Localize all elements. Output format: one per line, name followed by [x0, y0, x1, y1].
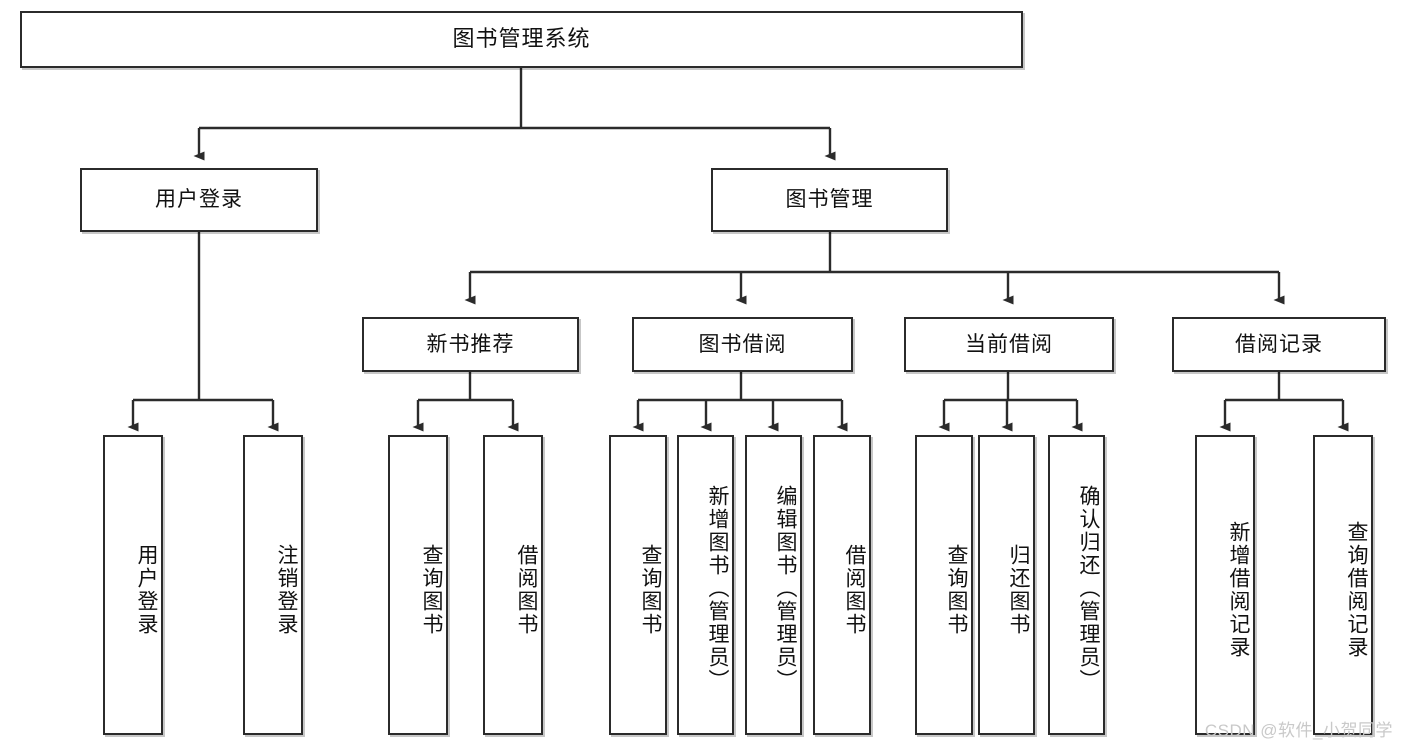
node-root-book-management-system[interactable]: 图书管理系统 [20, 11, 1023, 68]
leaf-book-borrow-add-book-admin[interactable]: 新增图书（管理员） [677, 435, 734, 735]
leaf-user-login-login[interactable]: 用户登录 [103, 435, 163, 735]
node-book-management[interactable]: 图书管理 [711, 168, 948, 232]
leaf-current-borrow-return-books[interactable]: 归还图书 [978, 435, 1035, 735]
node-current-borrowing[interactable]: 当前借阅 [904, 317, 1114, 372]
leaf-new-book-borrow-books[interactable]: 借阅图书 [483, 435, 543, 735]
leaf-book-borrow-query-books[interactable]: 查询图书 [609, 435, 667, 735]
leaf-current-borrow-query-books[interactable]: 查询图书 [915, 435, 973, 735]
leaf-new-book-query-books[interactable]: 查询图书 [388, 435, 448, 735]
node-new-book-recommendation[interactable]: 新书推荐 [362, 317, 579, 372]
leaf-book-borrow-borrow-books[interactable]: 借阅图书 [813, 435, 871, 735]
leaf-user-login-logout[interactable]: 注销登录 [243, 435, 303, 735]
node-user-login[interactable]: 用户登录 [80, 168, 318, 232]
leaf-borrow-record-add-record[interactable]: 新增借阅记录 [1195, 435, 1255, 735]
leaf-book-borrow-edit-book-admin[interactable]: 编辑图书（管理员） [745, 435, 802, 735]
csdn-watermark: CSDN @软件_小贺同学 [1204, 721, 1393, 740]
node-borrowing-record[interactable]: 借阅记录 [1172, 317, 1386, 372]
node-book-borrowing[interactable]: 图书借阅 [632, 317, 853, 372]
leaf-current-borrow-confirm-return-admin[interactable]: 确认归还（管理员） [1048, 435, 1105, 735]
leaf-borrow-record-query-record[interactable]: 查询借阅记录 [1313, 435, 1373, 735]
